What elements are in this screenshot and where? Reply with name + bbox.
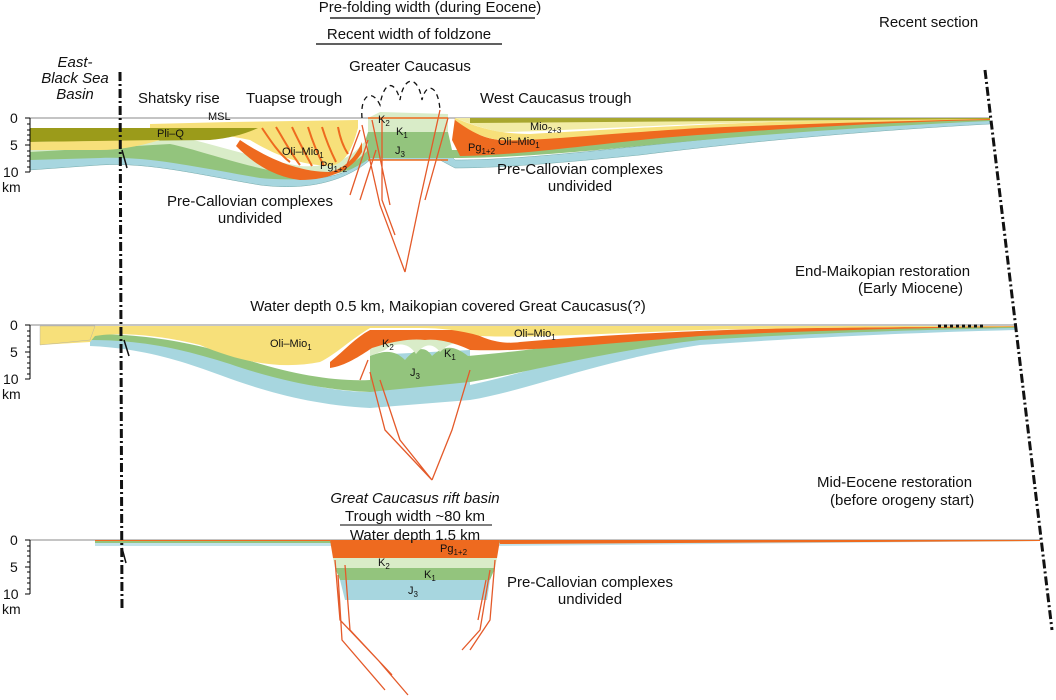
- oli-mio-left-maikop: [39, 325, 96, 346]
- pre-callovian-left-1: Pre-Callovian complexes: [167, 193, 333, 210]
- east-black-sea-label-2: Black Sea: [41, 70, 109, 87]
- depth-axis-1: [25, 117, 31, 173]
- msl-label: MSL: [208, 111, 231, 123]
- end-maikopian-title-1: End-Maikopian restoration: [795, 263, 971, 280]
- pg-label-recent-west: Pg1+2: [320, 160, 348, 175]
- oli-mio-layer-recent-east: [455, 118, 990, 141]
- k1-label-eocene: K1: [424, 569, 436, 584]
- faults-maikop: [359, 359, 471, 481]
- axis-tick-5: 5: [10, 559, 18, 575]
- mid-eocene-title-1: Mid-Eocene restoration: [817, 474, 973, 491]
- end-maikopian-title-2: (Early Miocene): [858, 280, 964, 297]
- pg-layer-recent-west: [236, 140, 362, 180]
- pg-layer-eocene-east: [500, 540, 1040, 544]
- pre-callovian-left-2: undivided: [217, 210, 283, 227]
- axis-tick-10: 10: [3, 586, 19, 602]
- axis-tick-0: 0: [10, 317, 18, 333]
- prefold-width-label: Pre-folding width (during Eocene): [318, 0, 542, 16]
- axis-tick-5: 5: [10, 137, 18, 153]
- j3-layer-maikop: [90, 326, 1015, 408]
- k2-core-recent: [368, 112, 448, 132]
- folds-tuapse: [261, 126, 349, 167]
- eroded-anticlines: [361, 80, 441, 119]
- end-maikopian-section: [30, 324, 1015, 481]
- k2-label-eocene: K2: [378, 557, 390, 572]
- pre-callovian-right-2: undivided: [547, 178, 613, 195]
- pli-q-label: Pli–Q: [157, 128, 184, 140]
- k1-label-recent: K1: [396, 126, 408, 141]
- tuapse-trough-label: Tuapse trough: [246, 90, 343, 107]
- k2-core-eocene: [333, 558, 497, 568]
- pg-layer-eocene-west: [95, 540, 330, 541]
- pg-label-recent-east: Pg1+2: [468, 142, 496, 157]
- depth-axis-3: [25, 539, 31, 595]
- pg-label-eocene: Pg1+2: [440, 543, 468, 558]
- mid-eocene-section: [30, 524, 1040, 696]
- right-pin-line: [983, 69, 1054, 631]
- axis-tick-5: 5: [10, 344, 18, 360]
- block-bounds-recent: [368, 117, 448, 161]
- k2-label-recent: K2: [378, 114, 390, 129]
- recent-section: [29, 80, 991, 273]
- depth-axis-2: [25, 324, 31, 380]
- k1-label-maikop: K1: [444, 348, 456, 363]
- faults-eocene: [334, 559, 496, 696]
- trough-width-label: Trough width ~80 km: [345, 508, 485, 525]
- oli-mio-label-recent-west: Oli–Mio1: [282, 146, 324, 161]
- j3-label-recent: J3: [395, 145, 405, 160]
- axis-tick-0: 0: [10, 110, 18, 126]
- faults-recent: [344, 109, 449, 273]
- pre-callovian-eocene-2: undivided: [557, 591, 623, 608]
- axis-unit: km: [2, 386, 21, 402]
- j3-label-maikop: J3: [410, 367, 420, 382]
- k1-core-eocene: [335, 568, 495, 580]
- pre-callovian-right-1: Pre-Callovian complexes: [497, 161, 663, 178]
- axis-unit: km: [2, 179, 21, 195]
- recent-section-label: Recent section: [879, 14, 979, 31]
- east-black-sea-label-1: East-: [57, 54, 93, 71]
- k2-label-maikop: K2: [382, 338, 394, 353]
- water-depth-label: Water depth 1.5 km: [349, 527, 481, 544]
- axis-tick-10: 10: [3, 371, 19, 387]
- pg-core-eocene: [330, 540, 500, 558]
- pre-callovian-eocene-1: Pre-Callovian complexes: [507, 574, 673, 591]
- axis-unit: km: [2, 601, 21, 617]
- j3-label-eocene: J3: [408, 585, 418, 600]
- oli-mio-layer-maikop: [40, 326, 1015, 366]
- oli-mio-label-maikop-east: Oli–Mio1: [514, 328, 556, 343]
- axis-tick-10: 10: [3, 164, 19, 180]
- pg-layer-maikop: [330, 326, 1015, 368]
- left-pin-line: [118, 71, 124, 611]
- oli-mio-label-maikop-west: Oli–Mio1: [270, 338, 312, 353]
- end-maikopian-note: Water depth 0.5 km, Maikopian covered Gr…: [250, 298, 646, 315]
- mid-eocene-title-2: (before orogeny start): [830, 492, 975, 509]
- oli-mio-label-recent-east: Oli–Mio1: [498, 136, 540, 151]
- small-fault-marks: [121, 149, 130, 564]
- k1-layer-maikop: [90, 326, 1015, 392]
- greater-caucasus-label: Greater Caucasus: [349, 58, 471, 75]
- axis-tick-0: 0: [10, 532, 18, 548]
- mio-label-recent: Mio2+3: [530, 121, 562, 136]
- west-caucasus-trough-label: West Caucasus trough: [480, 90, 632, 107]
- recent-width-label: Recent width of foldzone: [326, 26, 492, 43]
- east-black-sea-label-3: Basin: [56, 86, 94, 103]
- j3-core-eocene: [340, 580, 490, 600]
- pli-q-layer-recent-east: [470, 118, 990, 123]
- rift-basin-label: Great Caucasus rift basin: [330, 490, 500, 507]
- yellow-band-recent-west: [30, 140, 160, 150]
- pli-q-layer-recent-west: [30, 128, 258, 142]
- shatsky-rise-label: Shatsky rise: [138, 90, 220, 107]
